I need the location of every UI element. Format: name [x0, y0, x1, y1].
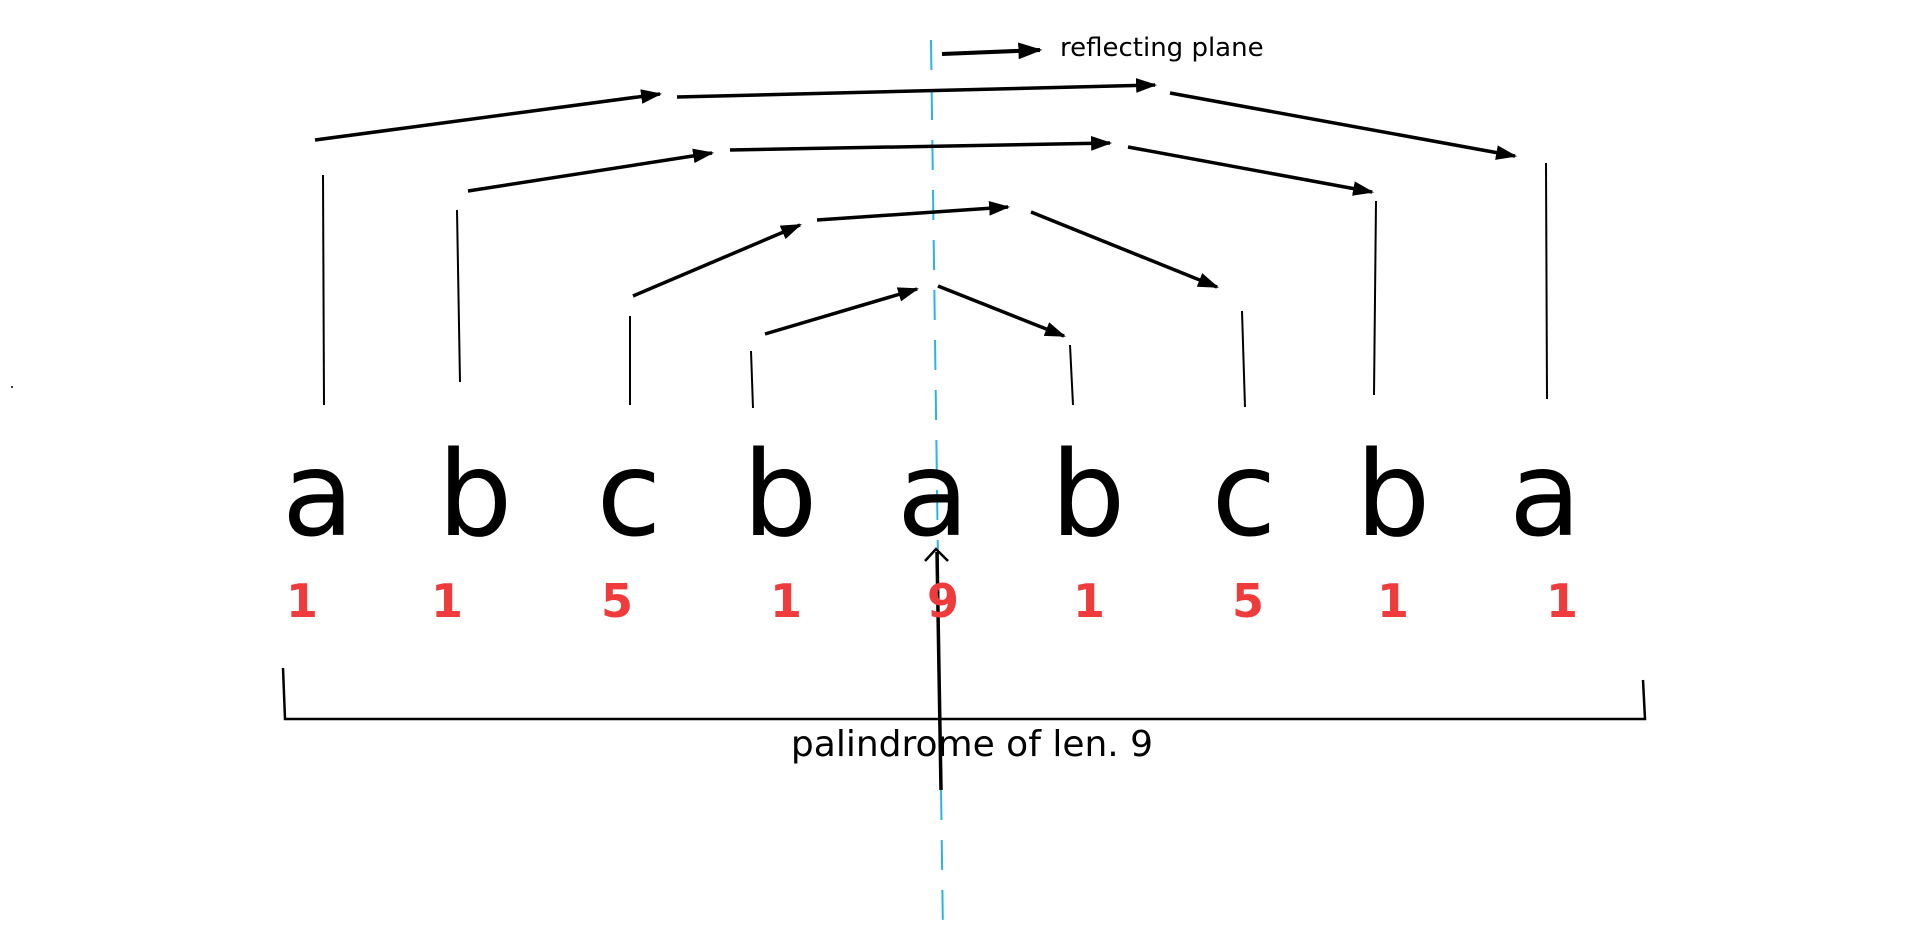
stray-dot [11, 386, 13, 388]
reflection-path-4 [764, 284, 1066, 338]
count-value: 1 [431, 574, 463, 628]
letter: b [743, 425, 818, 563]
letter: a [282, 425, 354, 563]
letter: a [1509, 425, 1581, 563]
reflection-arrow [314, 89, 663, 142]
reflecting-plane-label: reflecting plane [1060, 33, 1264, 63]
reflection-arrow [729, 135, 1113, 152]
center-stem [935, 551, 943, 791]
reflection-arrow [764, 287, 920, 336]
connector-tick [322, 174, 325, 406]
letter: c [1212, 425, 1277, 563]
count-value: 1 [770, 574, 802, 628]
reflection-path-2 [467, 135, 1375, 196]
reflection-arrow [816, 200, 1011, 222]
legend-arrow [941, 42, 1043, 60]
reflection-arrow [467, 148, 715, 193]
letter: b [438, 425, 513, 563]
reflection-arrow [1127, 145, 1375, 196]
center-pointer [924, 547, 949, 791]
letter: a [897, 425, 969, 563]
connector-tick [1069, 344, 1074, 406]
connector-tick [750, 350, 754, 409]
count-value: 5 [1232, 574, 1264, 628]
count-value: 5 [601, 574, 633, 628]
reflection-arrow [632, 223, 802, 298]
reflection-path-1 [314, 78, 1518, 160]
count-value: 9 [927, 574, 959, 628]
count-value: 1 [1546, 574, 1578, 628]
count-value: 1 [286, 574, 318, 628]
bracket-line [281, 667, 1647, 721]
count-value: 1 [1073, 574, 1105, 628]
reflection-arrow [676, 78, 1158, 99]
reflection-arrow [1169, 91, 1518, 160]
count-row: 1 1 5 1 9 1 5 1 1 [286, 574, 1578, 628]
letter: b [1051, 425, 1126, 563]
reflecting-plane-legend: reflecting plane [941, 33, 1264, 63]
letter-row: a b c b a b c b a [282, 425, 1581, 563]
caret-mark [924, 547, 949, 562]
reflection-path-3 [632, 200, 1219, 298]
connector-ticks [322, 162, 1548, 409]
connector-tick [1373, 200, 1377, 396]
reflection-arrow [1030, 210, 1219, 289]
connector-tick [1241, 310, 1246, 408]
reflection-arrow [937, 284, 1066, 338]
connector-tick [456, 209, 461, 383]
letter: b [1356, 425, 1431, 563]
palindrome-bracket: palindrome of len. 9 [281, 667, 1647, 765]
count-value: 1 [1377, 574, 1409, 628]
letter: c [597, 425, 662, 563]
connector-tick [1545, 162, 1548, 400]
bracket-caption: palindrome of len. 9 [791, 724, 1153, 765]
